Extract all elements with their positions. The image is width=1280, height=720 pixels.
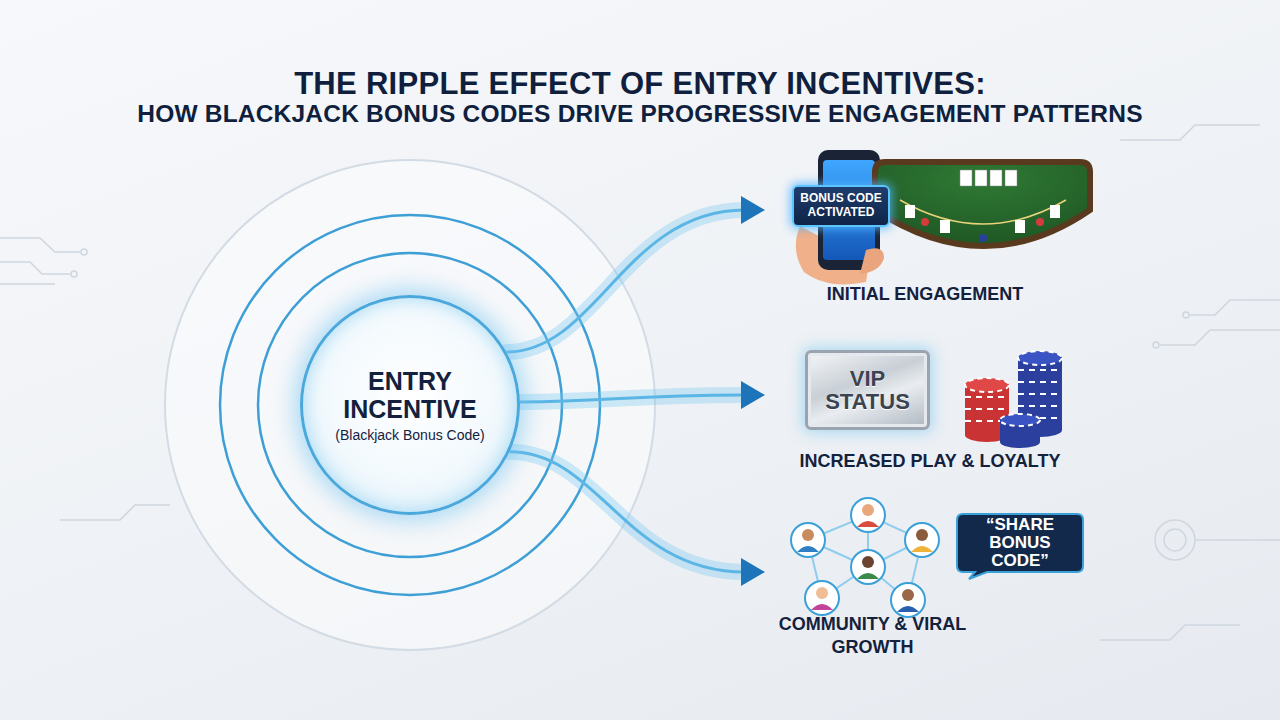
circuit-line (1190, 300, 1280, 315)
circuit-line (1195, 539, 1280, 541)
avatar-head (902, 589, 914, 601)
avatar-body (857, 521, 879, 527)
circuit-line (60, 505, 170, 520)
thumb (860, 248, 884, 274)
diagram-subtitle: HOW BLACKJACK BONUS CODES DRIVE PROGRESS… (0, 100, 1280, 128)
flow-line (510, 452, 745, 572)
avatar-ring (851, 498, 885, 532)
stage-group: INCREASED PLAY & LOYALTY VIP STATUS (765, 340, 1110, 475)
entry-circle: ENTRY INCENTIVE (Blackjack Bonus Code) (300, 295, 520, 515)
node-heading: ENTRY INCENTIVE (323, 367, 498, 423)
avatar (805, 581, 839, 615)
avatar (905, 523, 939, 557)
circuit-ring (1155, 520, 1195, 560)
circuit-dot (81, 249, 87, 255)
avatar-head (862, 556, 874, 568)
node-text: VIP STATUS (808, 367, 927, 413)
vip-plaque: VIP STATUS (805, 350, 930, 430)
stage-group: COMMUNITY & VIRAL GROWTH “SHARE BONUS COD… (765, 495, 1110, 670)
circuit-line (0, 283, 55, 285)
card (975, 170, 987, 186)
flow-glow (510, 452, 745, 572)
stage-label: INITIAL ENGAGEMENT (765, 283, 1085, 306)
avatar-ring (791, 523, 825, 557)
card (1050, 205, 1060, 218)
avatar-body (857, 573, 879, 579)
node-text: BONUS CODE ACTIVATED (794, 192, 888, 220)
circuit-line (0, 238, 80, 252)
avatar-body (797, 546, 819, 552)
flow-glow (506, 210, 745, 352)
node-subtext: (Blackjack Bonus Code) (335, 427, 484, 443)
circuit-dot (1153, 342, 1159, 348)
avatar (851, 498, 885, 532)
arrow-head (741, 381, 765, 409)
arrow-head (741, 558, 765, 586)
flow-glow (520, 395, 745, 402)
flow-line (520, 395, 745, 402)
speech-bubble: “SHARE BONUS CODE” (955, 512, 1085, 580)
diagram-title: THE RIPPLE EFFECT OF ENTRY INCENTIVES: (0, 66, 1280, 102)
card (940, 220, 950, 233)
flow-line (506, 210, 745, 352)
flow-arrow (510, 452, 765, 586)
node-text: “SHARE BONUS CODE” (955, 516, 1085, 576)
circuit-line (0, 262, 70, 274)
avatar-body (811, 604, 833, 610)
avatar-body (911, 546, 933, 552)
card (1005, 170, 1017, 186)
code-badge: BONUS CODE ACTIVATED (792, 185, 890, 227)
avatar (851, 550, 885, 584)
avatar-head (816, 587, 828, 599)
stage-label: COMMUNITY & VIRAL GROWTH (765, 613, 980, 660)
chip (979, 234, 987, 242)
circuit-dot (1183, 312, 1189, 318)
ripple-ring (220, 215, 600, 595)
circuit-line (1100, 625, 1240, 640)
avatar-ring (805, 581, 839, 615)
avatar-body (897, 606, 919, 612)
arrow-head (741, 196, 765, 224)
flow-arrow (520, 381, 765, 409)
stage-group: INITIAL ENGAGEMENT BONUS CODE ACTIVATED (765, 140, 1110, 310)
avatar-ring (905, 523, 939, 557)
ripple-ring (165, 160, 655, 650)
circuit-ring (1164, 529, 1186, 551)
card (1015, 220, 1025, 233)
ripple-ring (258, 253, 562, 557)
flow-arrow (506, 196, 765, 352)
avatar-head (916, 529, 928, 541)
card (960, 170, 972, 186)
chip-base (1000, 436, 1040, 448)
chip (1036, 218, 1044, 226)
avatar (891, 583, 925, 617)
avatar-ring (851, 550, 885, 584)
avatar-head (862, 504, 874, 516)
circuit-line (1160, 330, 1280, 345)
chip (921, 218, 929, 226)
card (990, 170, 1002, 186)
circuit-line (1120, 125, 1260, 140)
stage-label: INCREASED PLAY & LOYALTY (765, 450, 1095, 473)
chip-edge (1018, 370, 1062, 418)
circuit-dot (71, 271, 77, 277)
avatar-head (802, 529, 814, 541)
chip-top (1018, 351, 1062, 365)
blackjack-table (875, 162, 1090, 246)
avatar (791, 523, 825, 557)
card (905, 205, 915, 218)
chip-top (965, 378, 1009, 392)
avatar-ring (891, 583, 925, 617)
table-felt (875, 162, 1090, 246)
chip-stacks (965, 351, 1062, 448)
chip-top (1000, 414, 1040, 426)
community-network (791, 498, 939, 617)
